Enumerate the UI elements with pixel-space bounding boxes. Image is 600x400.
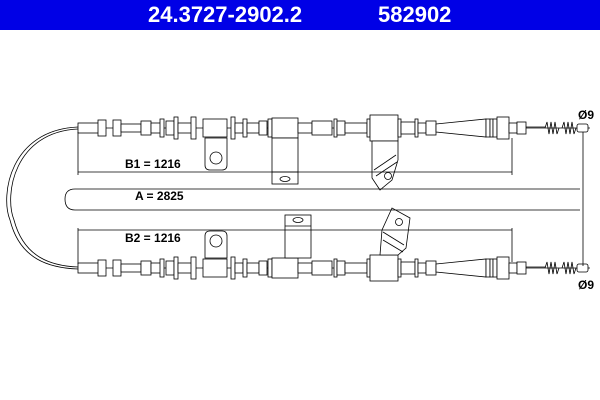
dimension-lines — [64, 132, 584, 266]
dimension-a: A = 2825 — [135, 189, 184, 203]
title-bar: 24.3727-2902.2 582902 — [0, 0, 600, 30]
lower-cable — [77, 207, 591, 282]
dimension-b2: B2 = 1216 — [125, 231, 181, 245]
reference-number: 582902 — [378, 2, 452, 27]
diameter-top: Ø9 — [578, 108, 594, 122]
part-number: 24.3727-2902.2 — [148, 2, 303, 27]
diameter-bottom: Ø9 — [578, 278, 594, 292]
dimension-b1: B1 = 1216 — [125, 157, 181, 171]
upper-cable — [77, 114, 591, 191]
